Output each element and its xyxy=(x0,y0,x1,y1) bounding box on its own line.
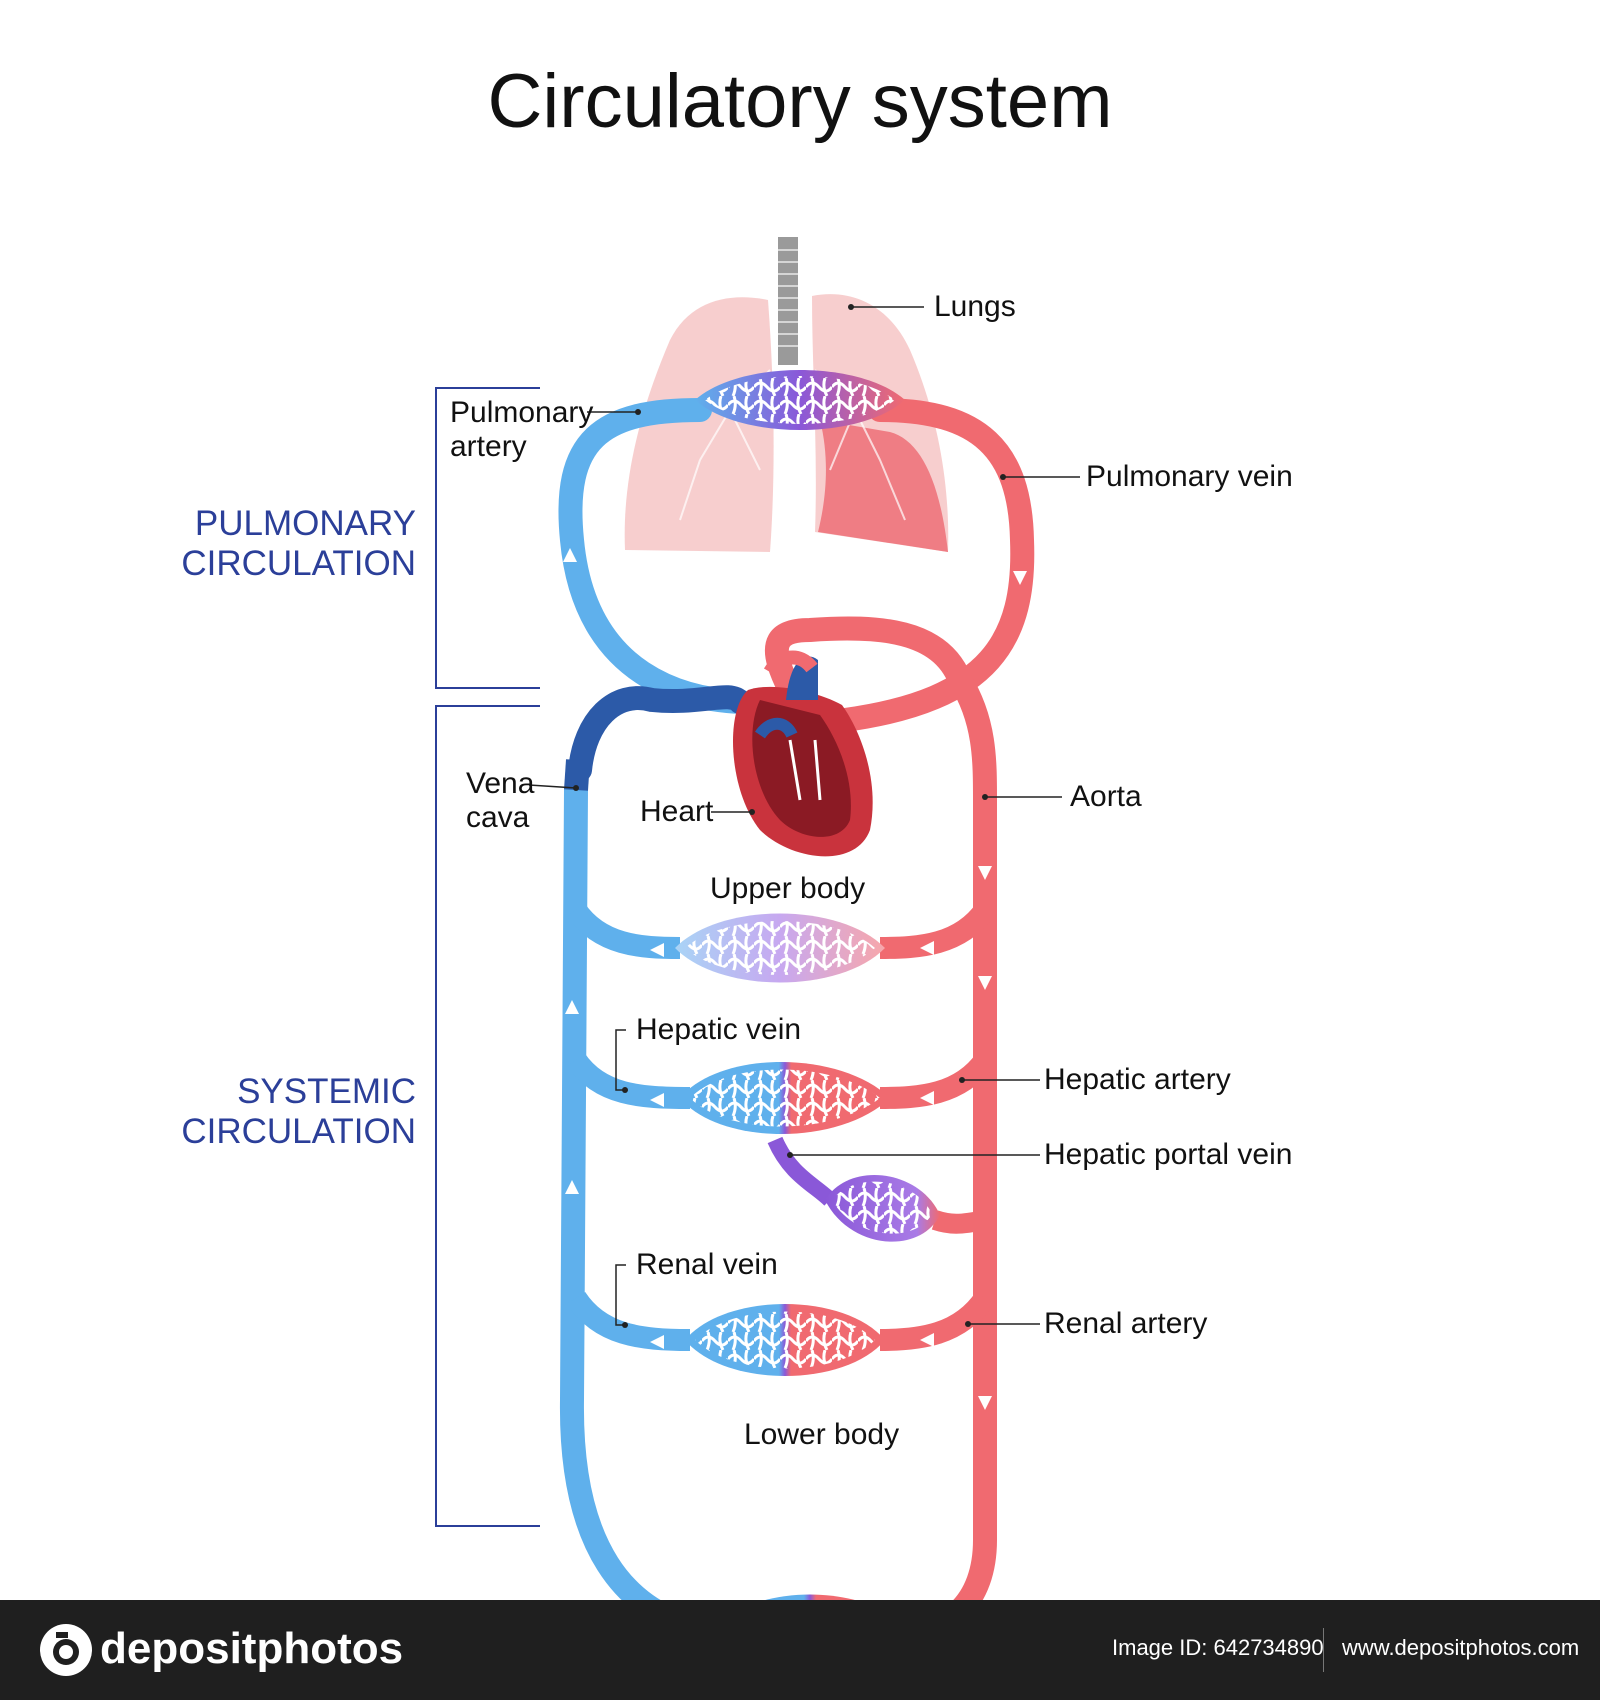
hepatic-vein-vessel xyxy=(566,1053,691,1109)
section-systemic-circulation: SYSTEMIC CIRCULATION xyxy=(181,1072,416,1151)
footer-bar: depositphotos Image ID: 642734890 www.de… xyxy=(0,1600,1600,1700)
label-hepatic-portal-vein: Hepatic portal vein xyxy=(1044,1138,1293,1171)
aorta-vessel xyxy=(765,616,997,1645)
camera-logo-icon xyxy=(40,1624,92,1676)
footer-site-link[interactable]: www.depositphotos.com xyxy=(1342,1635,1580,1660)
systemic-bracket xyxy=(435,705,540,1527)
leader-lines xyxy=(528,306,1080,1326)
diagram-title: Circulatory system xyxy=(487,59,1113,144)
lungs-illustration xyxy=(624,237,949,552)
label-vena-cava: Vena cava xyxy=(466,767,535,834)
hepatic-portal-vein-vessel xyxy=(767,1136,836,1206)
label-aorta: Aorta xyxy=(1070,780,1142,813)
lung-lobe xyxy=(818,420,948,552)
label-renal-artery: Renal artery xyxy=(1044,1307,1208,1340)
renal-vein-vessel xyxy=(566,1291,691,1351)
label-upper-body: Upper body xyxy=(710,872,866,905)
heart-illustration xyxy=(732,650,873,857)
section-pulmonary-circulation: PULMONARY CIRCULATION xyxy=(181,504,416,583)
pulmonary-bracket xyxy=(435,387,540,689)
left-lung xyxy=(624,297,774,552)
label-pulmonary-vein: Pulmonary vein xyxy=(1086,460,1293,493)
intestine-artery xyxy=(931,1210,987,1234)
upper-body-artery xyxy=(879,903,994,959)
label-pulmonary-artery: Pulmonary artery xyxy=(450,396,594,463)
hepatic-artery-vessel xyxy=(879,1053,994,1109)
renal-artery-vessel xyxy=(879,1291,995,1351)
label-hepatic-vein: Hepatic vein xyxy=(636,1013,802,1046)
flow-arrows xyxy=(563,548,1027,1420)
label-renal-vein: Renal vein xyxy=(636,1248,778,1281)
footer-brand: depositphotos xyxy=(100,1624,404,1673)
footer-image-id: Image ID: 642734890 xyxy=(1112,1635,1324,1660)
footer-separator xyxy=(1323,1628,1324,1672)
pulmonary-vein-vessel xyxy=(833,398,1035,732)
upper-body-vein xyxy=(566,903,681,959)
label-lungs: Lungs xyxy=(934,290,1016,323)
vena-cava-upper xyxy=(564,759,590,791)
label-hepatic-artery: Hepatic artery xyxy=(1044,1063,1231,1096)
label-lower-body: Lower body xyxy=(744,1418,900,1451)
superior-vena-cava xyxy=(568,685,752,782)
label-heart: Heart xyxy=(640,795,714,828)
